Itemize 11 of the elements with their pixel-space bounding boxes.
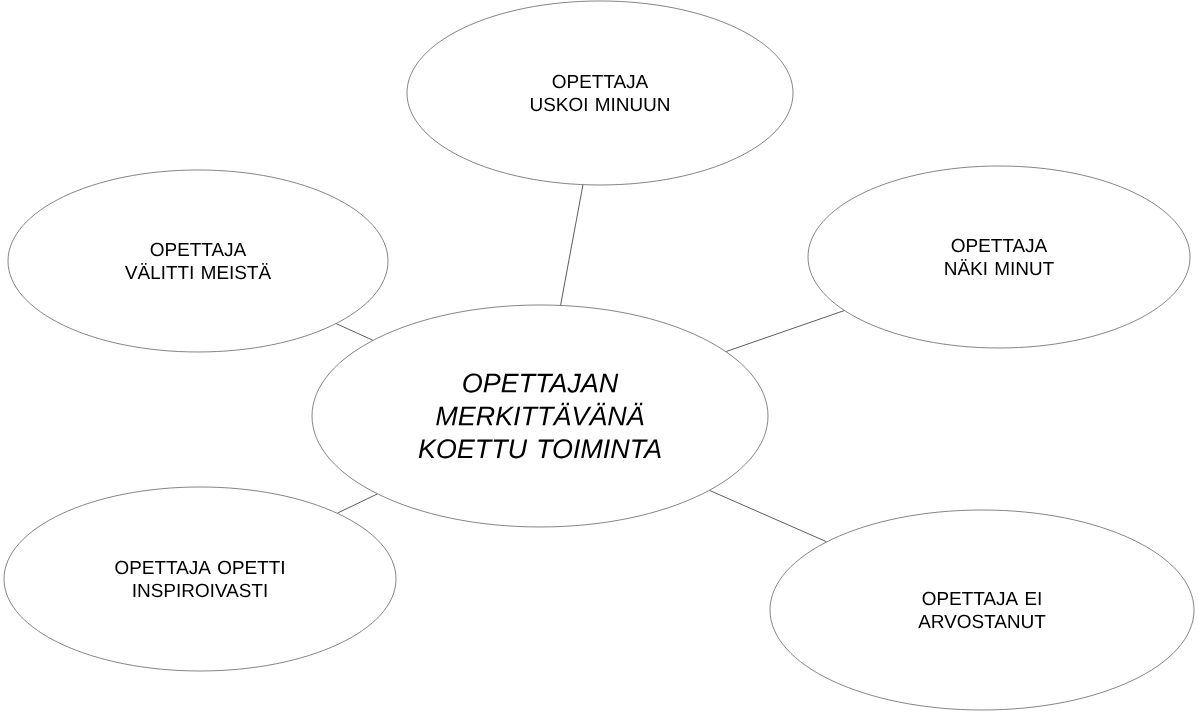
ellipse-node: OPETTAJA OPETTI INSPIROIVASTI bbox=[3, 486, 397, 672]
connector-line bbox=[560, 184, 584, 306]
ellipse-node: OPETTAJA NÄKI MINUT bbox=[807, 165, 1191, 349]
ellipse-node: OPETTAJA EI ARVOSTANUT bbox=[769, 509, 1195, 711]
connector-line bbox=[725, 310, 845, 352]
connector-line bbox=[709, 490, 827, 543]
connector-line bbox=[336, 323, 374, 341]
ellipse-node: OPETTAJA USKOI MINUUN bbox=[406, 0, 794, 186]
ellipse-node: OPETTAJAN MERKITTÄVÄNÄ KOETTU TOIMINTA bbox=[311, 304, 769, 528]
connector-line bbox=[337, 493, 378, 514]
ellipse-node: OPETTAJA VÄLITTI MEISTÄ bbox=[7, 169, 389, 353]
